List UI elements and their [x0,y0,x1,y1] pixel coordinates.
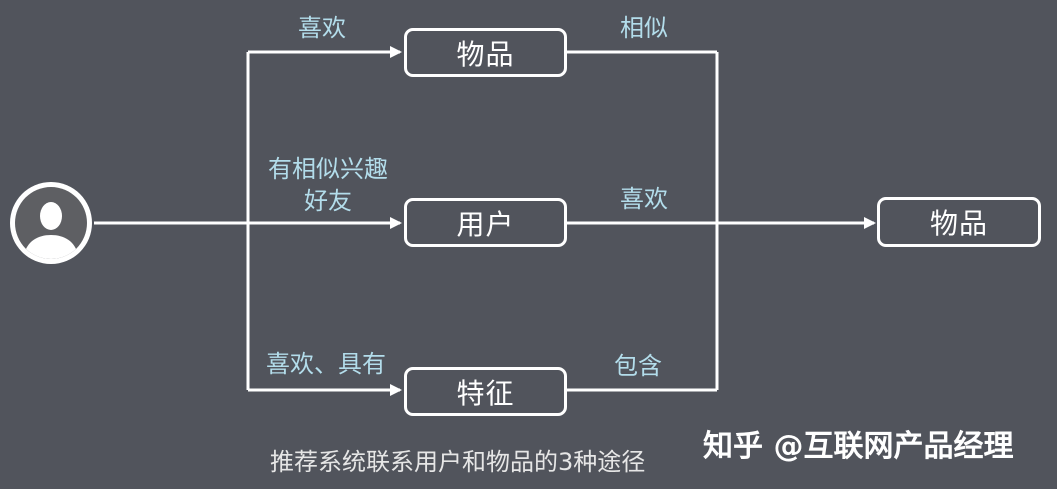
node-item: 物品 [404,28,567,77]
edge-label-likes-has: 喜欢、具有 [266,350,386,378]
edge-label-similar-interest-line1: 有相似兴趣 [268,155,388,183]
edge-label-user-likes: 喜欢 [620,185,668,213]
edge-label-similar-interest-line2: 好友 [304,187,352,215]
watermark: 知乎 @互联网产品经理 [703,429,1014,464]
node-item-result: 物品 [877,197,1041,247]
user-avatar-icon [10,182,92,264]
edge-label-similar-interest: 有相似兴趣 好友 [258,153,398,217]
edge-label-contains: 包含 [614,352,662,380]
diagram-caption: 推荐系统联系用户和物品的3种途径 [270,448,646,476]
edge-label-similar: 相似 [620,14,668,42]
node-user: 用户 [404,198,567,247]
node-feature: 特征 [404,367,567,416]
edge-label-likes-item: 喜欢 [298,14,346,42]
